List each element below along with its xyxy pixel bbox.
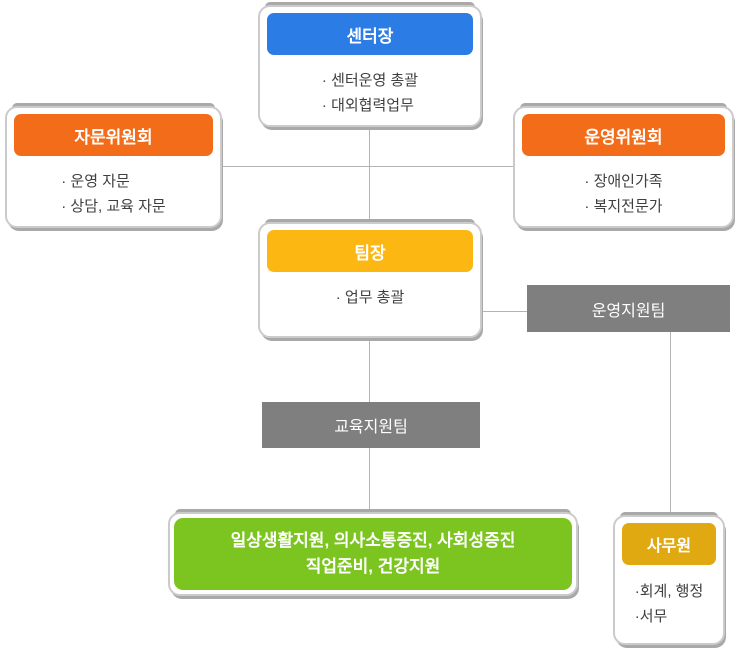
- connector-committees: [222, 166, 513, 167]
- list-item: · 상담, 교육 자문: [61, 198, 166, 215]
- list-item: · 장애인가족: [584, 173, 663, 190]
- connector-leader-to-edu-team: [369, 338, 370, 404]
- office-clerk-body: ·회계, 행정 ·서무: [615, 565, 723, 629]
- node-office-clerk: 사무원 ·회계, 행정 ·서무: [613, 515, 725, 645]
- programs-line-1: 일상생활지원, 의사소통증진, 사회성증진: [230, 531, 516, 550]
- node-center-director: 센터장 · 센터운영 총괄 · 대외협력업무: [258, 5, 482, 127]
- list-item: ·회계, 행정: [634, 583, 704, 600]
- office-clerk-header: 사무원: [622, 523, 716, 565]
- node-steering-committee: 운영위원회 · 장애인가족 · 복지전문가: [513, 106, 734, 228]
- center-director-body: · 센터운영 총괄 · 대외협력업무: [260, 55, 480, 118]
- team-leader-body: · 업무 총괄: [260, 272, 480, 310]
- connector-ops-team-to-clerk: [670, 332, 671, 516]
- list-item: ·서무: [634, 608, 668, 625]
- node-advisory-committee: 자문위원회 · 운영 자문 · 상담, 교육 자문: [5, 106, 222, 228]
- programs-label: 일상생활지원, 의사소통증진, 사회성증진 직업준비, 건강지원: [174, 518, 572, 590]
- steering-committee-body: · 장애인가족 · 복지전문가: [515, 156, 732, 219]
- list-item: · 운영 자문: [61, 173, 130, 190]
- node-education-support-team: 교육지원팀: [262, 402, 480, 448]
- connector-director-to-leader: [369, 129, 370, 223]
- connector-edu-team-to-programs: [369, 448, 370, 514]
- advisory-committee-header: 자문위원회: [14, 114, 213, 156]
- team-leader-header: 팀장: [267, 230, 473, 272]
- node-team-leader: 팀장 · 업무 총괄: [258, 222, 482, 338]
- list-item: · 대외협력업무: [321, 97, 414, 114]
- list-item: · 센터운영 총괄: [321, 72, 419, 89]
- programs-line-2: 직업준비, 건강지원: [305, 557, 441, 576]
- node-programs: 일상생활지원, 의사소통증진, 사회성증진 직업준비, 건강지원: [168, 512, 578, 596]
- advisory-committee-body: · 운영 자문 · 상담, 교육 자문: [7, 156, 220, 219]
- center-director-header: 센터장: [267, 13, 473, 55]
- list-item: · 업무 총괄: [335, 289, 405, 306]
- node-operation-support-team: 운영지원팀: [527, 285, 730, 332]
- list-item: · 복지전문가: [584, 198, 663, 215]
- connector-leader-to-ops-team: [482, 311, 527, 312]
- steering-committee-header: 운영위원회: [522, 114, 725, 156]
